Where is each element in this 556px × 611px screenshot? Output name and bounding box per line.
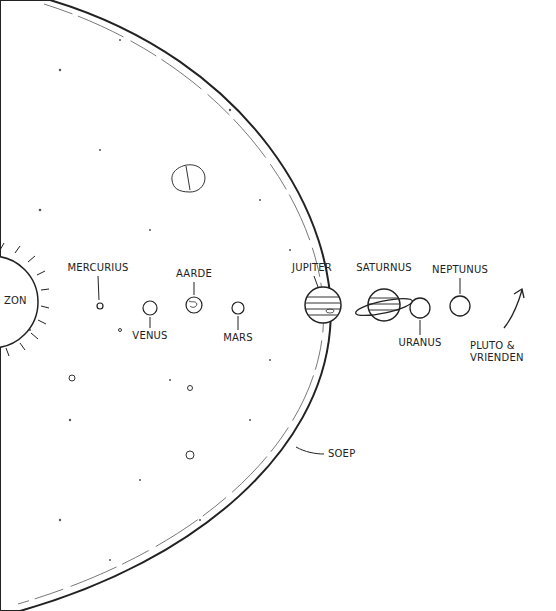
soup-sphere: [0, 0, 331, 611]
leader-lines: [98, 276, 460, 454]
pluto-arrow: [504, 289, 524, 328]
mercury-planet: [97, 303, 103, 309]
earth-planet: [186, 297, 202, 313]
soup-specks: [29, 39, 291, 561]
sun-symbol: [0, 243, 49, 356]
neptune-planet: [450, 296, 470, 316]
planet-label: MERCURIUS: [67, 262, 128, 274]
planet-label: JUPITER: [292, 262, 332, 274]
sun-label: ZON: [4, 295, 27, 307]
planet-label: MARS: [223, 332, 253, 344]
venus-planet: [143, 301, 157, 315]
planet-label: NEPTUNUS: [432, 264, 488, 276]
planet-label: URANUS: [398, 337, 441, 349]
planet-label: SATURNUS: [356, 262, 412, 274]
jupiter-planet: [305, 287, 341, 323]
planet-label: VENUS: [132, 330, 167, 342]
mars-planet: [232, 302, 244, 314]
saturn-planet: [354, 289, 413, 321]
soup-label: SOEP: [328, 448, 355, 460]
soup-edge-sketch: [18, 4, 324, 604]
uranus-planet: [410, 298, 430, 318]
planet-label: AARDE: [176, 268, 212, 280]
soup-bits: [69, 165, 205, 459]
dwarf-planets-label: PLUTO & VRIENDEN: [470, 340, 540, 364]
